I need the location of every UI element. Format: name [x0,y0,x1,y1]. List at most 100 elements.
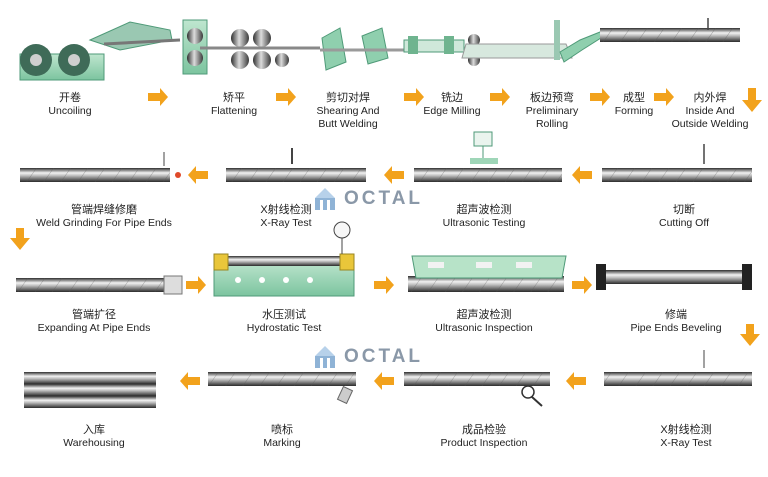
step-label-zh: X射线检测 [660,424,712,436]
flattening-machine [182,19,320,75]
step-product-inspection: 成品检验 Product Inspection [441,424,528,450]
step-forming: 成型 Forming [615,92,654,118]
step-label-zh: 开卷 [58,92,81,104]
arrow-right [654,88,674,106]
pipe-expanding [16,275,183,295]
step-label-zh: X射线检测 [260,204,312,216]
step-label-en: Preliminary [525,105,579,117]
warehousing-pipes [24,372,156,408]
pipe-ends-beveling-machine [596,264,752,290]
step-label-en: Hydrostatic Test [246,322,322,334]
arrow-right [186,276,206,294]
step-label-en: Ultrasonic Inspection [435,322,533,334]
watermark: OCTAL [312,344,423,370]
pipe-cutting-off [602,144,752,182]
step-label-zh: 修端 [665,309,687,321]
arrow-right [148,88,168,106]
step-hydrostatic-test: 水压测试 Hydrostatic Test [247,309,322,335]
step-label-zh: 铣边 [440,92,463,104]
step-label-en: Uncoiling [48,105,92,117]
step-label-en: Ultrasonic Testing [442,217,526,229]
step-label-zh: 超声波检测 [456,309,512,321]
step-label-en: Inside And [685,105,735,117]
ultrasonic-inspection-machine [408,255,567,292]
step-label-en: Expanding At Pipe Ends [37,322,151,334]
step-warehousing: 入库 Warehousing [63,424,124,450]
step-label-zh: 成型 [622,92,645,104]
forming-pipe [600,18,740,42]
uncoiling-machine [19,21,181,81]
arrow-down [740,324,760,346]
step-label-en: Pipe Ends Beveling [630,322,722,334]
step-label-en: Cutting Off [659,217,709,229]
step-inside-outside-welding: 内外焊 Inside And Outside Welding [672,92,749,131]
pipe-marking [208,372,356,405]
step-label-zh: 成品检验 [462,424,506,436]
step-label-en: Outside Welding [671,118,749,130]
arrow-left [572,166,592,184]
edge-milling-machine [403,36,465,54]
step-label-en: Butt Welding [318,118,378,130]
arrow-left [384,166,404,184]
step-xray-test-1: X射线检测 X-Ray Test [260,204,311,230]
step-preliminary-rolling: 板边预弯 Preliminary Rolling [526,92,579,131]
step-label-en: Flattening [210,105,258,117]
arrow-left [188,166,208,184]
pipe-ultrasonic-testing [414,131,562,182]
arrow-right [276,88,296,106]
arrow-right [404,88,424,106]
watermark-text: OCTAL [344,346,424,367]
step-label-en: Edge Milling [423,105,481,117]
step-label-en: Shearing And [316,105,380,117]
arrow-right [490,88,510,106]
step-label-zh: 喷标 [270,424,293,436]
step-pipe-ends-beveling: 修端 Pipe Ends Beveling [630,309,721,335]
step-ultrasonic-testing: 超声波检测 Ultrasonic Testing [443,204,526,230]
step-label-zh: 剪切对焊 [326,92,370,104]
step-label-zh: 管端焊缝修磨 [70,204,137,216]
step-marking: 喷标 Marking [263,424,300,450]
pipe-logo-icon [315,346,335,368]
step-label-zh: 矫平 [223,92,245,104]
step-weld-grinding: 管端焊缝修磨 Weld Grinding For Pipe Ends [36,204,172,230]
step-label-zh: 切断 [673,204,695,216]
pipe-weld-grinding [20,152,181,182]
step-expanding: 管端扩径 Expanding At Pipe Ends [38,309,151,335]
step-flattening: 矫平 Flattening [211,92,257,118]
step-label-en: Product Inspection [440,437,528,449]
arrow-left [180,372,200,390]
arrow-right [590,88,610,106]
step-label-en: Weld Grinding For Pipe Ends [36,217,172,229]
step-label-en: Warehousing [63,437,125,449]
pipe-xray-test-2 [604,350,752,386]
watermark: OCTAL [312,186,423,212]
arrow-right [374,276,394,294]
step-edge-milling: 铣边 Edge Milling [423,92,480,118]
step-label-en: Rolling [535,118,569,130]
step-label-zh: 管端扩径 [71,309,116,321]
step-uncoiling: 开卷 Uncoiling [48,92,91,118]
step-label-en: X-Ray Test [660,437,712,449]
hydrostatic-test-machine [213,221,355,297]
arrow-left [374,372,394,390]
pipe-product-inspection [404,372,550,407]
pipe-xray-test-1 [226,148,366,182]
watermark-text: OCTAL [344,188,424,209]
step-ultrasonic-inspection: 超声波检测 Ultrasonic Inspection [435,309,532,335]
pipe-logo-icon [315,188,335,210]
arrow-down [10,228,30,250]
step-cutting-off: 切断 Cutting Off [659,204,709,230]
step-label-zh: 入库 [82,424,105,436]
step-label-zh: 内外焊 [693,92,727,104]
step-label-en: Forming [614,105,654,117]
arrow-left [566,372,586,390]
step-label-zh: 水压测试 [262,309,306,321]
arrow-down [742,88,762,112]
step-label-en: Marking [263,437,301,449]
step-label-zh: 超声波检测 [456,204,512,216]
step-xray-test-2: X射线检测 X-Ray Test [660,424,711,450]
step-label-zh: 板边预弯 [529,92,574,104]
preliminary-rolling-machine [461,20,605,66]
step-label-en: X-Ray Test [260,217,312,229]
